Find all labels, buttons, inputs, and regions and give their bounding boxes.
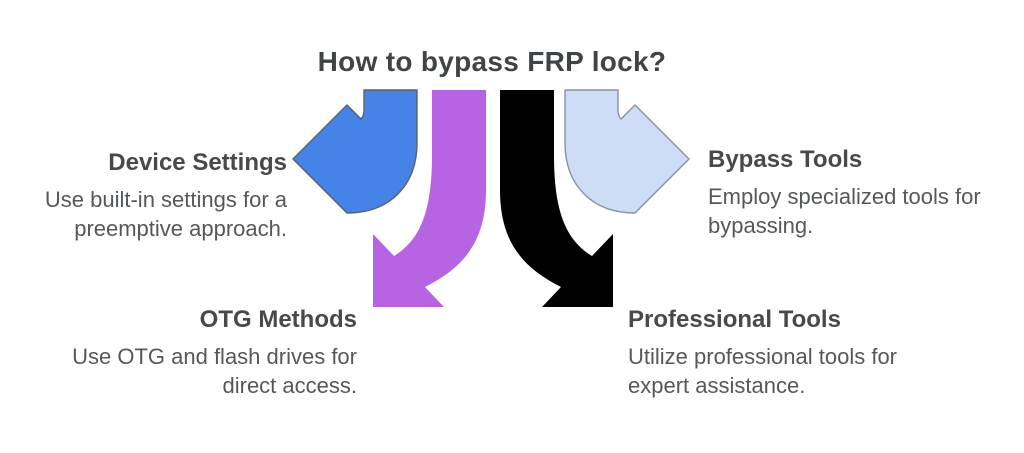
item-bypass-tools: Bypass Tools Employ specialized tools fo… <box>708 147 981 240</box>
bypass-tools-arrow-icon <box>564 89 690 214</box>
bypass-tools-title: Bypass Tools <box>708 146 863 173</box>
professional-tools-arrow-icon <box>500 90 613 307</box>
professional-tools-description: Utilize professional tools for expert as… <box>628 344 898 398</box>
device-settings-title: Device Settings <box>108 149 287 176</box>
device-settings-arrow-icon <box>292 89 418 214</box>
otg-methods-description: Use OTG and flash drives for direct acce… <box>72 344 357 398</box>
item-otg-methods: OTG Methods Use OTG and flash drives for… <box>72 307 357 400</box>
otg-methods-arrow-icon <box>373 90 486 307</box>
professional-tools-title: Professional Tools <box>628 306 841 333</box>
item-device-settings: Device Settings Use built-in settings fo… <box>45 150 287 243</box>
otg-methods-title: OTG Methods <box>199 306 357 333</box>
bypass-tools-description: Employ specialized tools for bypassing. <box>708 184 981 238</box>
page-title: How to bypass FRP lock? <box>317 46 667 77</box>
device-settings-description: Use built-in settings for a preemptive a… <box>44 187 287 241</box>
item-professional-tools: Professional Tools Utilize professional … <box>628 307 897 400</box>
